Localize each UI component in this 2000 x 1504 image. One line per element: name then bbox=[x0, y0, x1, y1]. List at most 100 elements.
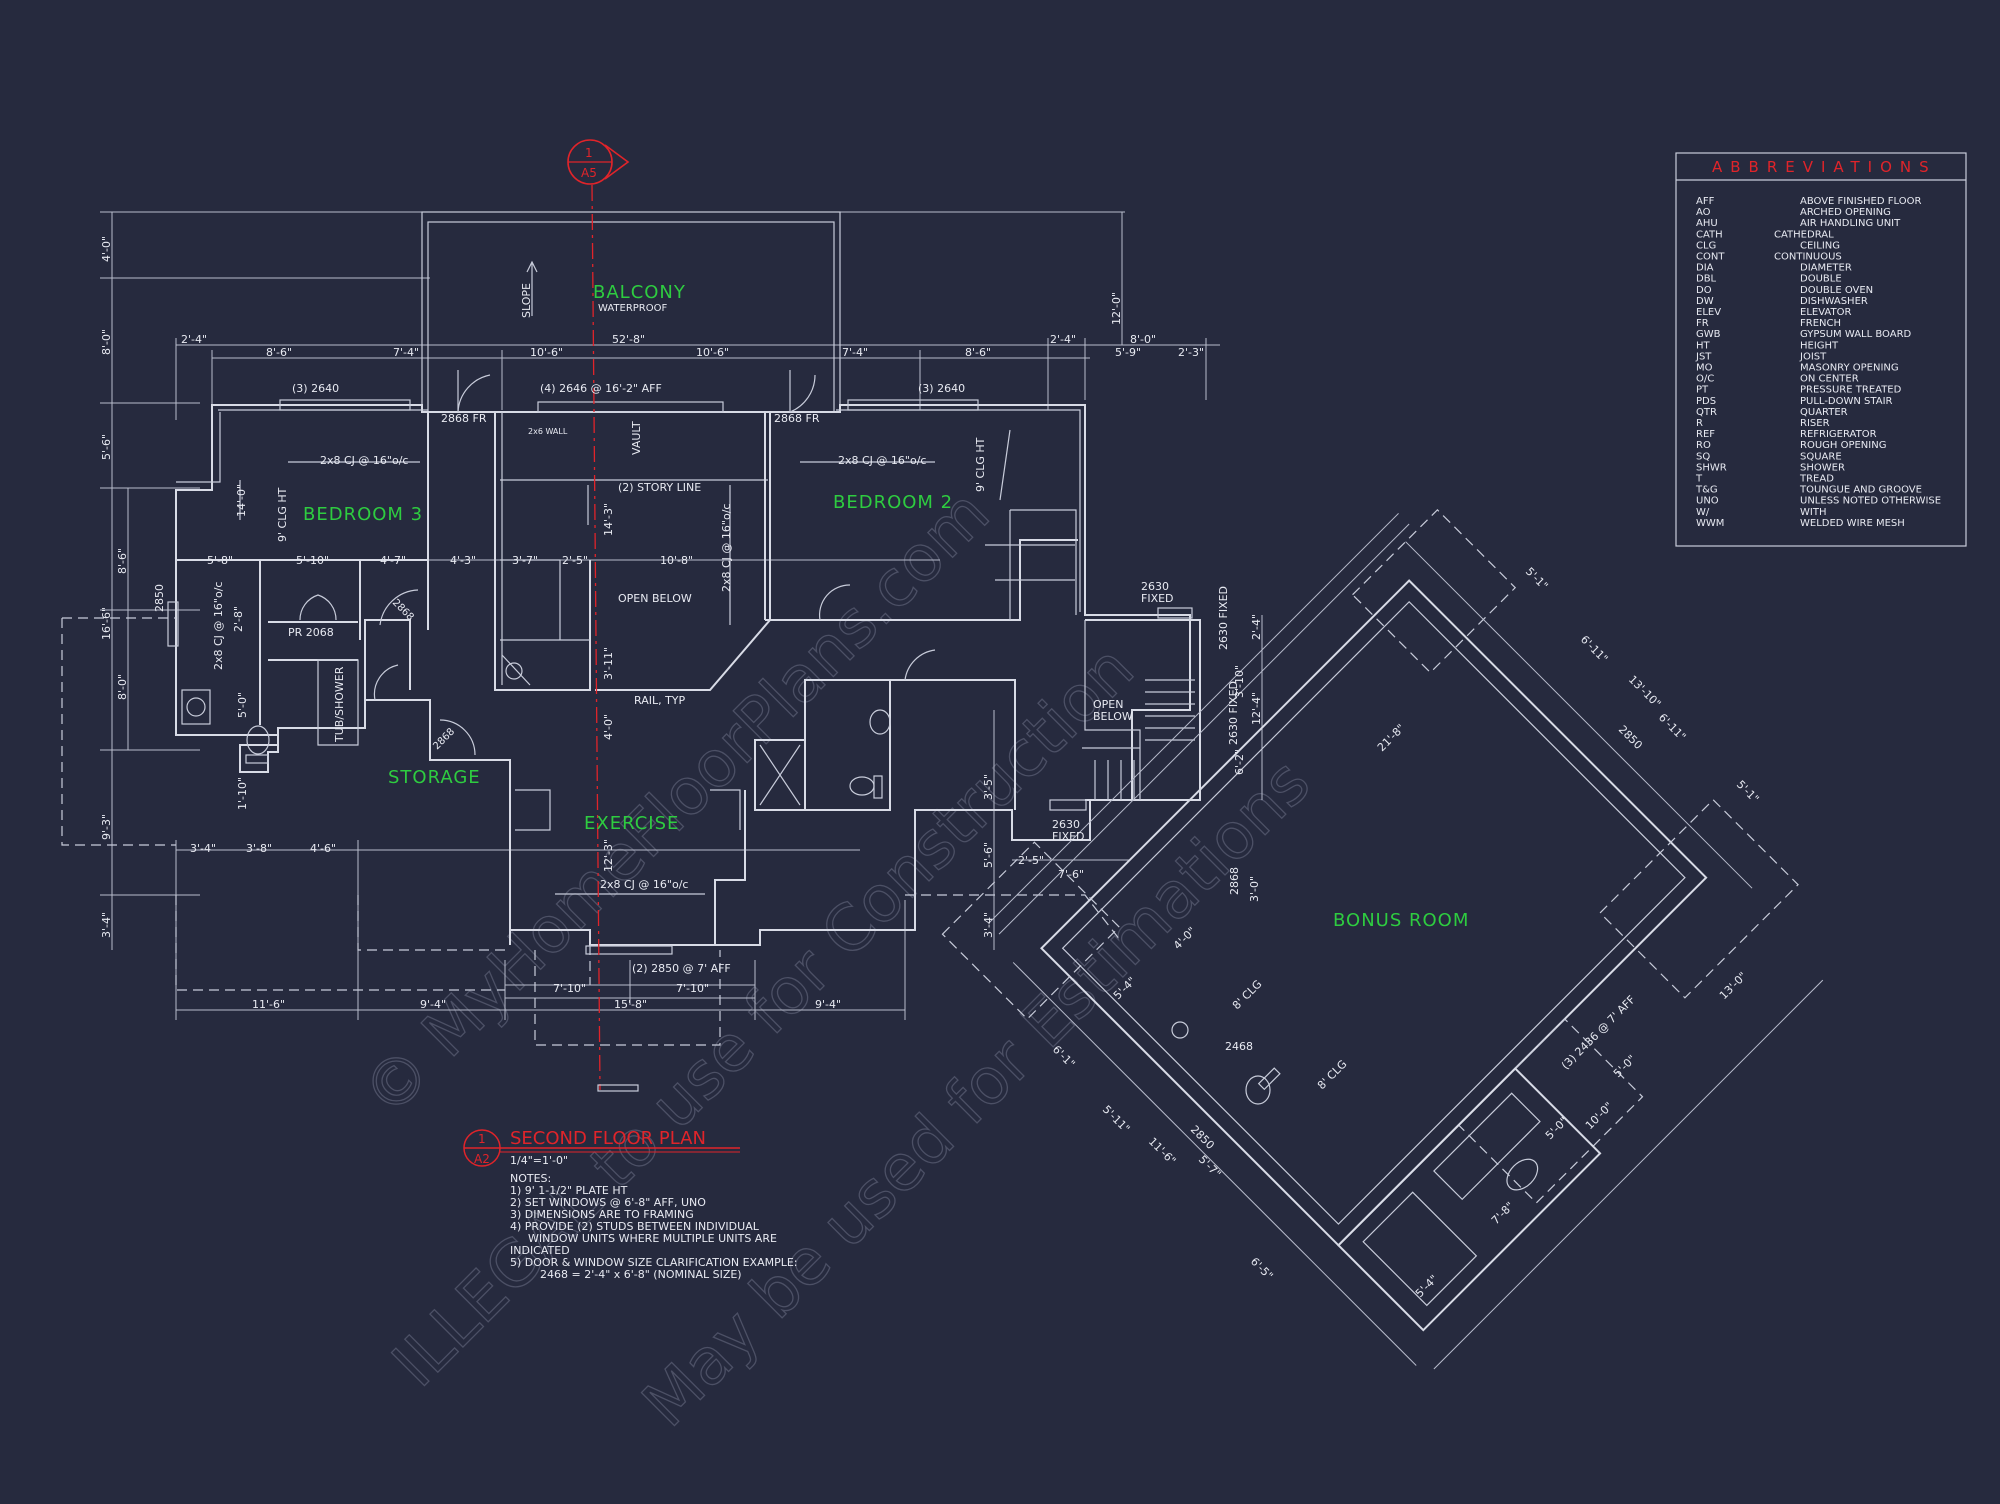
note-line: WINDOW UNITS WHERE MULTIPLE UNITS ARE bbox=[528, 1232, 777, 1245]
abbreviation-code: AFF bbox=[1696, 196, 1715, 207]
abbreviations-title: ABBREVIATIONS bbox=[1712, 158, 1937, 176]
abbreviation-meaning: AIR HANDLING UNIT bbox=[1800, 218, 1901, 229]
abbreviation-meaning: TOUNGUE AND GROOVE bbox=[1799, 485, 1922, 496]
abbreviation-meaning: UNLESS NOTED OTHERWISE bbox=[1800, 496, 1941, 507]
abbreviation-code: T bbox=[1695, 474, 1703, 485]
cj-bedroom-3: 2x8 CJ @ 16"o/c bbox=[320, 454, 408, 467]
room-labels: BALCONY WATERPROOF BEDROOM 3 BEDROOM 2 S… bbox=[303, 282, 1469, 931]
notes-list: 1) 9' 1-1/2" PLATE HT2) SET WINDOWS @ 6'… bbox=[510, 1184, 798, 1281]
dim: 4'-3" bbox=[450, 554, 476, 567]
dim: 5'-1" bbox=[1734, 778, 1762, 806]
window-2850-exercise: (2) 2850 @ 7' AFF bbox=[632, 962, 731, 975]
door-2868-bonus: 2868 bbox=[1228, 867, 1241, 895]
dim: 3'-5" bbox=[982, 774, 995, 800]
dim: 7'-4" bbox=[842, 346, 868, 359]
plan-title: SECOND FLOOR PLAN bbox=[510, 1128, 706, 1149]
abbreviation-code: UNO bbox=[1696, 496, 1719, 507]
abbreviation-code: AHU bbox=[1696, 218, 1718, 229]
dim: 7'-10" bbox=[676, 982, 709, 995]
dim: 4'-6" bbox=[310, 842, 336, 855]
open-below-stair-2: BELOW bbox=[1093, 710, 1133, 723]
dim: 5'-8" bbox=[207, 554, 233, 567]
cj-bedroom-2: 2x8 CJ @ 16"o/c bbox=[838, 454, 926, 467]
note-line: INDICATED bbox=[510, 1244, 570, 1257]
dim: 8'-6" bbox=[116, 548, 129, 574]
dim: 12'-3" bbox=[602, 839, 615, 872]
room-bedroom-3: BEDROOM 3 bbox=[303, 504, 423, 525]
plan-ref-sheet: A2 bbox=[474, 1152, 490, 1166]
room-bonus: BONUS ROOM bbox=[1333, 910, 1469, 931]
door-2468: 2468 bbox=[1225, 1040, 1253, 1053]
plan-scale: 1/4"=1'-0" bbox=[510, 1154, 568, 1167]
abbreviation-code: ELEV bbox=[1696, 307, 1721, 318]
clg-8-a: 8' CLG bbox=[1230, 978, 1265, 1013]
window-2640-a: (3) 2640 bbox=[292, 382, 339, 395]
dim: 4'-0" bbox=[602, 714, 615, 740]
abbreviation-meaning: ROUGH OPENING bbox=[1800, 440, 1886, 451]
window-2630-v2: 2630 FIXED bbox=[1227, 681, 1240, 745]
clg-8-b: 8' CLG bbox=[1315, 1058, 1350, 1093]
abbreviation-code: SHWR bbox=[1696, 462, 1727, 473]
dim: 2'-4" bbox=[181, 333, 207, 346]
open-below-stair-1: OPEN bbox=[1093, 698, 1123, 711]
dim: 12'-4" bbox=[1250, 692, 1263, 725]
note-line: 2468 = 2'-4" x 6'-8" (NOMINAL SIZE) bbox=[540, 1268, 742, 1281]
abbreviation-meaning: GYPSUM WALL BOARD bbox=[1800, 329, 1912, 340]
bonus-room-wing bbox=[941, 509, 1824, 1370]
window-2630-v1: 2630 FIXED bbox=[1217, 586, 1230, 650]
dim: 5'-9" bbox=[1115, 346, 1141, 359]
room-exercise: EXERCISE bbox=[584, 813, 679, 834]
cj-open-below: 2x8 CJ @ 16"o/c bbox=[720, 504, 733, 592]
window-2630-a: 2630 bbox=[1141, 580, 1169, 593]
abbreviation-meaning: WITH bbox=[1800, 507, 1826, 518]
dim: 3'-10" bbox=[1233, 665, 1246, 698]
abbreviation-meaning: HEIGHT bbox=[1800, 340, 1839, 351]
slope-label: SLOPE bbox=[520, 283, 533, 318]
abbreviation-code: HT bbox=[1696, 340, 1711, 351]
dim: 8'-0" bbox=[100, 329, 113, 355]
dim: 6'-2" bbox=[1233, 749, 1246, 775]
abbreviation-code: QTR bbox=[1696, 407, 1717, 418]
abbreviation-meaning: CONTINUOUS bbox=[1774, 252, 1842, 263]
dim: 2'-4" bbox=[1050, 333, 1076, 346]
dim: 2'-3" bbox=[1178, 346, 1204, 359]
dim: 7'-4" bbox=[393, 346, 419, 359]
story-line-label: (2) STORY LINE bbox=[618, 481, 701, 494]
door-pr2068: PR 2068 bbox=[288, 626, 334, 639]
abbreviation-meaning: JOIST bbox=[1799, 351, 1827, 362]
dim: 11'-6" bbox=[1146, 1135, 1179, 1168]
open-below-label: OPEN BELOW bbox=[618, 592, 692, 605]
dim: 2'-4" bbox=[1250, 614, 1263, 640]
abbreviation-code: R bbox=[1696, 418, 1703, 429]
dim: 5'-6" bbox=[982, 842, 995, 868]
abbreviation-code: DIA bbox=[1696, 263, 1714, 274]
door-2868-fr-b: 2868 FR bbox=[774, 412, 820, 425]
watermark-line-1: © MyHomeFloorPlans.com bbox=[349, 476, 1004, 1131]
abbreviation-code: AO bbox=[1696, 207, 1711, 218]
abbreviation-meaning: CEILING bbox=[1800, 240, 1840, 251]
abbreviation-code: WWM bbox=[1696, 518, 1724, 529]
abbreviation-code: JST bbox=[1695, 351, 1712, 362]
abbreviation-meaning: CATHEDRAL bbox=[1774, 229, 1834, 240]
door-2850-bath: 2850 bbox=[1188, 1123, 1217, 1152]
abbreviation-meaning: PRESSURE TREATED bbox=[1800, 385, 1902, 396]
abbreviation-meaning: ELEVATOR bbox=[1800, 307, 1851, 318]
dim: 5'-10" bbox=[296, 554, 329, 567]
dim: 52'-8" bbox=[612, 333, 645, 346]
dim: 5'-0" bbox=[236, 692, 249, 718]
window-2646: (4) 2646 @ 16'-2" AFF bbox=[540, 382, 662, 395]
dim: 5'-7" bbox=[1196, 1153, 1224, 1181]
abbreviation-code: REF bbox=[1696, 429, 1715, 440]
stair-treads bbox=[1082, 679, 1195, 800]
abbreviation-code: T&G bbox=[1695, 485, 1718, 496]
section-number: 1 bbox=[585, 146, 593, 160]
abbreviation-code: RO bbox=[1696, 440, 1711, 451]
dim: 21'-8" bbox=[1375, 722, 1408, 755]
dim: 6'-5" bbox=[1248, 1255, 1276, 1283]
dim: 10'-0" bbox=[1583, 1100, 1616, 1133]
abbreviation-code: DO bbox=[1696, 285, 1712, 296]
